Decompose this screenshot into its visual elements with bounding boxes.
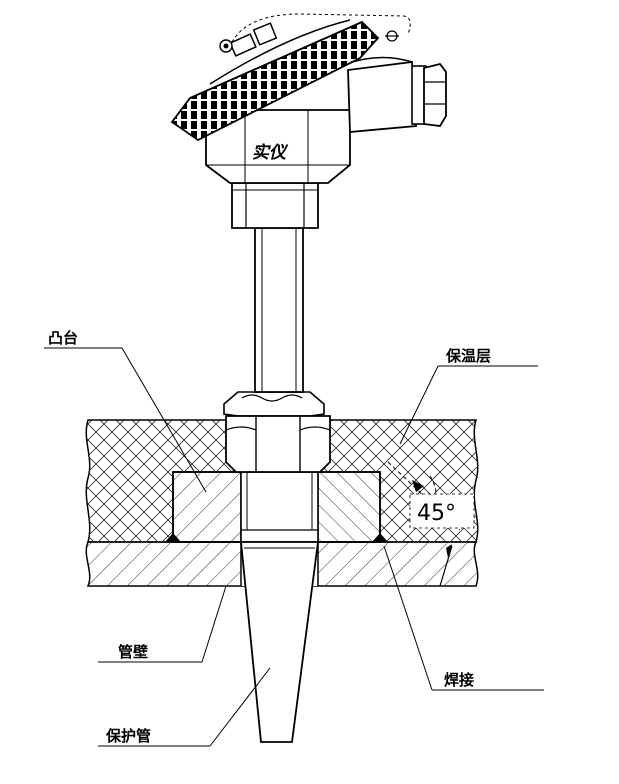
weld-marks <box>165 533 388 542</box>
label-insulation-text: 保温层 <box>445 347 491 365</box>
label-protection-tube-text: 保护管 <box>105 727 151 745</box>
label-pipe-wall: 管壁 <box>98 585 227 663</box>
label-boss-text: 凸台 <box>48 329 78 347</box>
brand-logo: 实仪 <box>252 143 289 163</box>
junction-head <box>205 109 351 184</box>
label-welding: 焊接 <box>383 545 544 691</box>
label-boss: 凸台 <box>44 329 207 493</box>
angle-indicator: 45° <box>387 461 475 587</box>
protection-tube <box>240 541 320 743</box>
label-welding-text: 焊接 <box>444 671 474 689</box>
label-protection-tube: 保护管 <box>98 667 271 747</box>
cable-gland <box>345 56 447 133</box>
knurled-cover <box>170 19 380 142</box>
label-insulation: 保温层 <box>399 347 538 445</box>
stem-tube <box>254 227 304 393</box>
threaded-section <box>240 471 319 543</box>
chain-anchor <box>385 30 399 42</box>
hex-nut <box>223 391 331 473</box>
label-pipe-wall-text: 管壁 <box>118 643 148 661</box>
cover-chain <box>231 13 411 43</box>
head-neck <box>231 182 319 229</box>
angle-label: 45° <box>417 501 456 526</box>
